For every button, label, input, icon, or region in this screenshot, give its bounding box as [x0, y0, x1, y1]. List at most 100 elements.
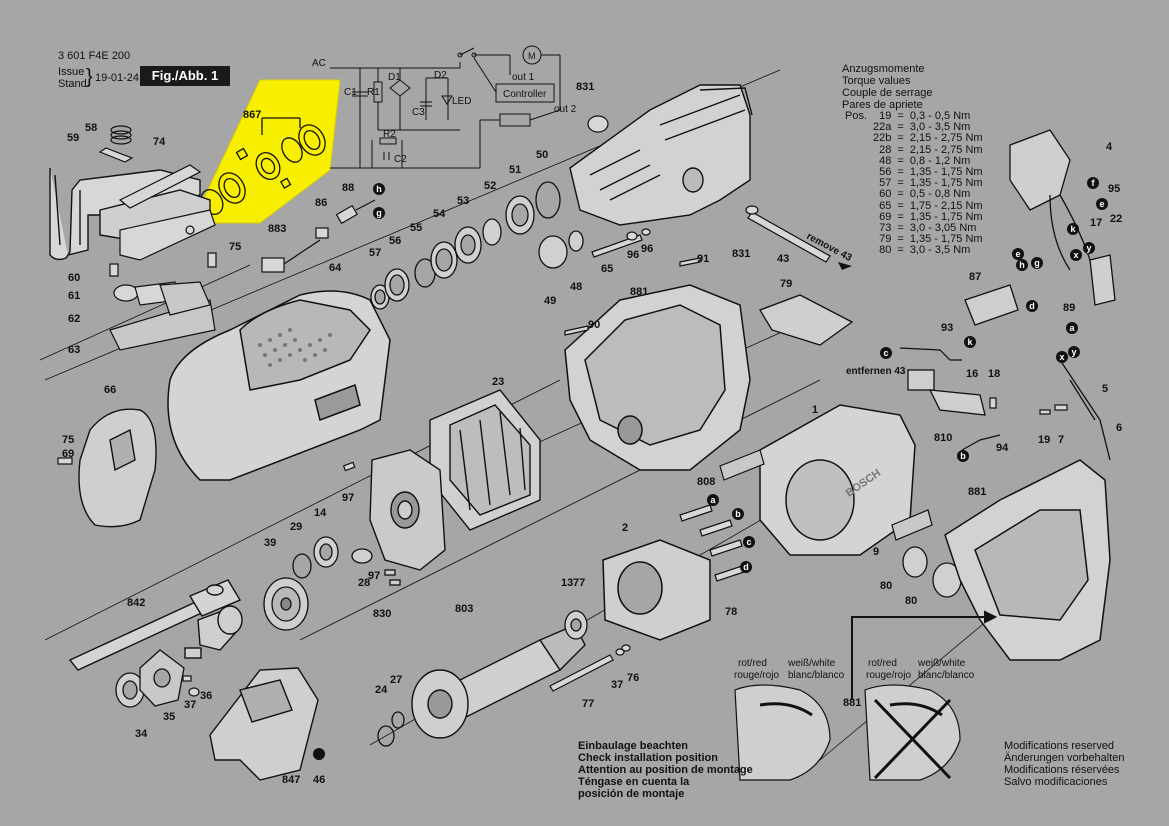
- rings-row[interactable]: [370, 181, 584, 310]
- kit-867[interactable]: [197, 117, 331, 218]
- crank-assembly[interactable]: [184, 605, 243, 659]
- cord-assembly-4[interactable]: [1009, 129, 1106, 281]
- svg-text:c: c: [746, 537, 751, 547]
- screw-75b[interactable]: [57, 457, 73, 465]
- torque-eq: =: [897, 177, 904, 190]
- torque-row: Pos.19=0,3 - 0,5 Nm: [842, 110, 986, 122]
- motor-housing-64[interactable]: [167, 290, 391, 481]
- torque-eq: =: [897, 132, 904, 145]
- part-86[interactable]: [315, 227, 329, 239]
- gear-housing-831[interactable]: [569, 84, 753, 226]
- gear-39[interactable]: [263, 577, 309, 631]
- part-883[interactable]: [261, 239, 321, 273]
- part-61[interactable]: [109, 263, 119, 277]
- label-27: 27: [390, 674, 402, 686]
- torque-pos-label: [842, 201, 870, 212]
- svg-text:e: e: [1099, 199, 1104, 209]
- part-79[interactable]: [759, 294, 854, 346]
- part-808[interactable]: [719, 449, 765, 481]
- highlight-867[interactable]: [191, 79, 341, 224]
- screw-75[interactable]: [207, 252, 217, 268]
- svg-text:a: a: [710, 495, 716, 505]
- screw-36-37[interactable]: [182, 675, 200, 697]
- install-line-3: Attention au position de montage: [578, 764, 753, 776]
- svg-text:h: h: [376, 184, 382, 194]
- cable-5-6[interactable]: [1059, 359, 1111, 461]
- wire-white-4: blanc/blanco: [918, 670, 975, 681]
- cable-94[interactable]: [961, 434, 1001, 451]
- svg-text:c: c: [883, 348, 888, 358]
- screw-77[interactable]: [549, 644, 631, 692]
- torque-pos-label: [842, 189, 870, 200]
- bearing-34[interactable]: [115, 672, 145, 708]
- circuit-c3: C3: [412, 107, 425, 118]
- torque-title-fr: Couple de serrage: [842, 87, 933, 99]
- cable-93[interactable]: [899, 347, 962, 361]
- part-49: [538, 235, 568, 269]
- torque-eq: =: [897, 210, 904, 223]
- wire-white-2: blanc/blanco: [788, 670, 845, 681]
- torque-row: 48=0,8 - 1,2 Nm: [842, 155, 986, 167]
- part-87[interactable]: [964, 284, 1019, 326]
- torque-pos-label: [842, 145, 870, 156]
- handle-881b[interactable]: [944, 459, 1111, 661]
- torque-row: 73=3,0 - 3,05 Nm: [842, 222, 986, 235]
- part-46[interactable]: [313, 748, 325, 760]
- svg-text:d: d: [1029, 301, 1035, 311]
- torque-eq: =: [897, 222, 904, 235]
- brushes-78[interactable]: [679, 504, 748, 582]
- screws-19-7[interactable]: [1039, 404, 1068, 415]
- torque-eq: =: [897, 233, 904, 246]
- stator-2[interactable]: [602, 539, 711, 641]
- arrow-881-detail: [851, 610, 998, 700]
- gear-plate[interactable]: [369, 449, 446, 571]
- parts-29-14[interactable]: [292, 536, 339, 579]
- part-24-27[interactable]: [377, 711, 405, 747]
- part-18[interactable]: [989, 397, 997, 409]
- parts-80[interactable]: [902, 546, 962, 598]
- shaft-842[interactable]: [68, 579, 242, 671]
- torque-row: 69=1,35 - 1,75 Nm: [842, 210, 986, 223]
- switch-810[interactable]: [907, 369, 986, 416]
- bearing-13[interactable]: [564, 610, 588, 640]
- pin-43[interactable]: [745, 205, 831, 263]
- armature-803[interactable]: [411, 624, 586, 739]
- torque-value: 0,5 - 0,8 Nm: [909, 188, 971, 201]
- torque-pos: 65: [879, 199, 892, 212]
- wire-white-3: weiß/white: [917, 658, 966, 669]
- part-9[interactable]: [891, 509, 933, 541]
- svg-text:h: h: [1019, 260, 1025, 270]
- torque-eq: =: [897, 110, 904, 122]
- part-58[interactable]: [98, 125, 134, 163]
- cover-66[interactable]: [78, 408, 157, 528]
- screw-90[interactable]: [564, 325, 589, 336]
- part-831-small[interactable]: [587, 115, 609, 133]
- screw-65[interactable]: [591, 234, 643, 258]
- svg-text:e: e: [1015, 249, 1020, 259]
- wire-red-2: rouge/rojo: [734, 670, 779, 681]
- label-37: 37: [184, 699, 196, 711]
- label-80b: 80: [905, 595, 917, 607]
- plate-35[interactable]: [139, 649, 185, 707]
- part-88[interactable]: [335, 199, 376, 225]
- stand-word: Stand: [58, 78, 87, 90]
- install-line-4: Téngase en cuenta la: [578, 776, 690, 788]
- part-63[interactable]: [109, 281, 216, 351]
- part-28[interactable]: [351, 548, 401, 586]
- part-74[interactable]: [118, 164, 202, 209]
- pins-97[interactable]: [342, 461, 356, 472]
- label-808: 808: [697, 476, 715, 488]
- bracket-847[interactable]: [209, 667, 319, 781]
- label-51: 51: [509, 164, 521, 176]
- bolt-96[interactable]: [626, 228, 651, 241]
- part-89[interactable]: [1089, 254, 1116, 306]
- entfernen43-label: entfernen 43: [846, 366, 906, 377]
- screw-91[interactable]: [679, 257, 701, 267]
- part-60[interactable]: [119, 209, 216, 261]
- torque-pos: 57: [879, 177, 892, 190]
- fan-23[interactable]: [429, 389, 541, 531]
- motor-case-1[interactable]: BOSCH: [759, 404, 916, 556]
- torque-row: 22b=2,15 - 2,75 Nm: [842, 133, 986, 144]
- housing-881[interactable]: [564, 284, 751, 471]
- label-803: 803: [455, 603, 473, 615]
